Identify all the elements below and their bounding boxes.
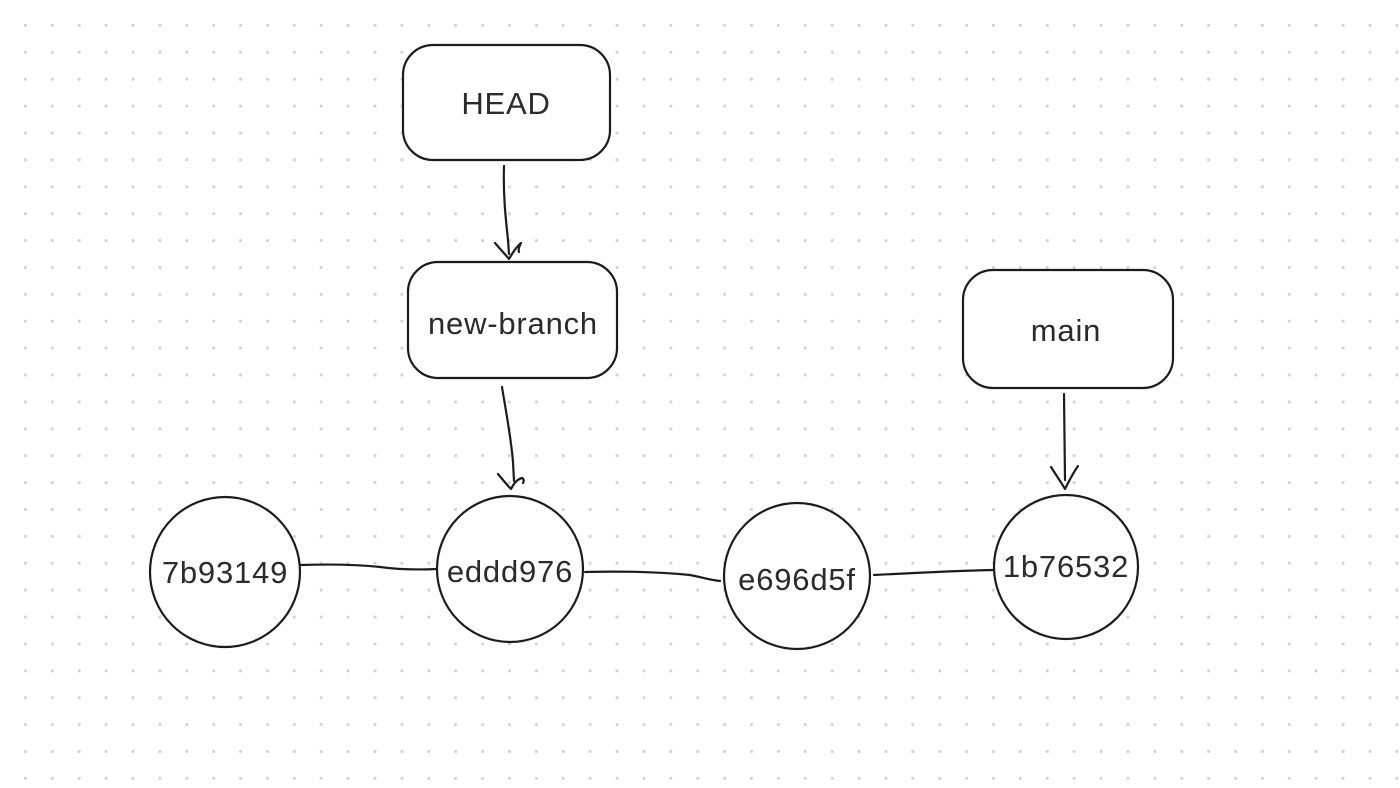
branch-label-main: main [1031,313,1101,348]
edge-7b93149-eddd976 [298,563,439,571]
branch-label-new-branch: new-branch [428,306,598,341]
edge-e696d5f-1b76532 [872,568,995,577]
commit-label-1b76532: 1b76532 [1003,549,1129,584]
branch-label-head: HEAD [461,86,550,121]
arrowhead-icon [1049,464,1080,491]
commit-label-eddd976: eddd976 [447,554,573,589]
branch-node-head: HEAD [401,43,612,162]
arrow-main-to-1b76532 [1049,392,1080,491]
arrow-head-to-new-branch [493,164,523,261]
commit-label-e696d5f: e696d5f [738,562,856,597]
commit-node-e696d5f: e696d5f [722,501,872,651]
commit-node-eddd976: eddd976 [435,494,585,644]
arrow-new-branch-to-eddd976 [496,385,525,491]
branch-node-new-branch: new-branch [406,260,619,380]
arrowhead-icon [493,241,523,261]
commit-label-7b93149: 7b93149 [162,555,288,590]
commit-node-1b76532: 1b76532 [992,493,1140,641]
branch-node-main: main [961,268,1175,390]
edge-eddd976-e696d5f [583,570,722,583]
arrowhead-icon [496,472,525,491]
commit-node-7b93149: 7b93149 [148,495,302,649]
